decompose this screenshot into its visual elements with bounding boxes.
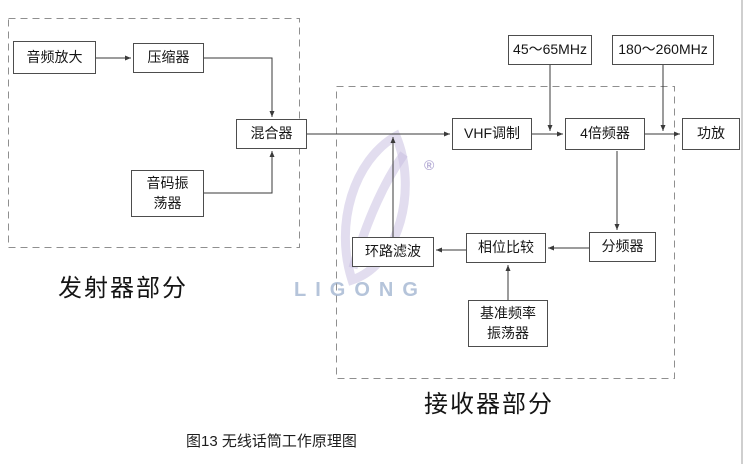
- receiver-section-label: 接收器部分: [424, 391, 554, 418]
- node-label: 环路滤波: [365, 243, 421, 260]
- node-frequency-divider: 分频器: [589, 232, 656, 262]
- node-label: 混合器: [250, 125, 293, 142]
- receiver-section-frame: [336, 86, 675, 379]
- node-label-line2: 振荡器: [487, 324, 529, 341]
- node-label-line1: 基准频率: [480, 304, 536, 321]
- transmitter-section-frame: [8, 18, 300, 248]
- registered-trademark-symbol: ®: [424, 157, 435, 173]
- node-tone-code-oscillator: 音码振 荡器: [131, 170, 204, 217]
- node-loop-filter: 环路滤波: [352, 237, 434, 267]
- node-label: 45～65MHz: [513, 41, 587, 58]
- node-freq-range-180-260mhz: 180～260MHz: [612, 35, 714, 65]
- node-label: 相位比较: [478, 239, 534, 256]
- arrow-toneosc-to-mixer: [204, 151, 275, 194]
- node-label: 功放: [697, 125, 725, 142]
- node-reference-oscillator: 基准频率 振荡器: [468, 300, 548, 347]
- node-label: 180～260MHz: [618, 41, 708, 58]
- node-label: 4倍频器: [580, 125, 630, 142]
- node-mixer: 混合器: [236, 119, 307, 149]
- watermark-text: LIGONG: [294, 279, 427, 301]
- figure-caption: 图13 无线话筒工作原理图: [186, 433, 357, 450]
- node-phase-comparator: 相位比较: [466, 233, 546, 263]
- screenshot-right-edge-line: [741, 0, 743, 464]
- node-frequency-multiplier: 4倍频器: [565, 118, 645, 150]
- node-freq-range-45-65mhz: 45～65MHz: [508, 35, 592, 65]
- node-label-line1: 音码振: [146, 174, 189, 191]
- arrow-compressor-to-mixer: [204, 57, 275, 117]
- node-label: 音频放大: [26, 48, 83, 65]
- node-label-line2: 荡器: [153, 194, 182, 211]
- node-label: 压缩器: [147, 49, 190, 66]
- node-label: VHF调制: [464, 125, 520, 142]
- node-label: 分频器: [601, 238, 644, 255]
- node-audio-amplifier: 音频放大: [13, 41, 96, 74]
- node-vhf-modulator: VHF调制: [452, 118, 532, 150]
- transmitter-section-label: 发射器部分: [58, 275, 188, 302]
- node-power-amplifier: 功放: [682, 118, 740, 150]
- node-compressor: 压缩器: [133, 43, 204, 73]
